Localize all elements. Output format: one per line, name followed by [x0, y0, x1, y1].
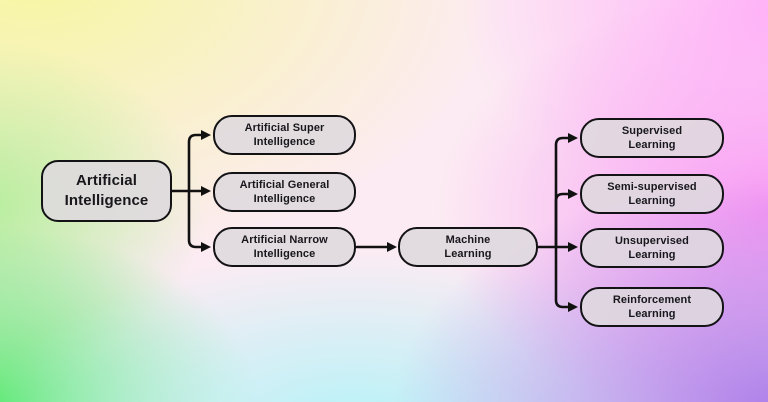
node-label-line: Intelligence	[253, 136, 316, 148]
edge-ai-asi	[187, 130, 211, 193]
node-label-line: Unsupervised	[615, 235, 689, 247]
edge-ml-ssl	[554, 189, 578, 249]
node-label-line: Artificial General	[239, 179, 330, 191]
node-label-line: Intelligence	[253, 248, 316, 260]
edge-ai-ani	[187, 189, 211, 252]
node-label-line: Semi-supervised	[607, 181, 697, 193]
node-label-line: Learning	[628, 249, 676, 261]
node-reinforcement-learning: Reinforcement Learning	[580, 287, 724, 327]
node-label-line: Reinforcement	[612, 294, 692, 306]
node-machine-learning: Machine Learning	[398, 227, 538, 267]
node-label-line: Intelligence	[253, 193, 316, 205]
node-artificial-super-intelligence: Artificial Super Intelligence	[213, 115, 356, 155]
node-label-line: Learning	[628, 195, 676, 207]
node-unsupervised-learning: Unsupervised Learning	[580, 228, 724, 268]
node-semi-supervised-learning: Semi-supervised Learning	[580, 174, 724, 214]
node-label-line: Supervised	[621, 125, 683, 137]
node-label-line: Machine	[445, 234, 491, 246]
node-artificial-general-intelligence: Artificial General Intelligence	[213, 172, 356, 212]
node-label-line: Artificial Narrow	[241, 234, 328, 246]
node-label-line: Artificial	[75, 172, 137, 189]
node-label-line: Learning	[628, 139, 676, 151]
edge-ml-rl	[554, 245, 578, 312]
node-artificial-intelligence: Artificial Intelligence	[41, 160, 172, 222]
edge-ml-sl	[554, 133, 578, 249]
node-supervised-learning: Supervised Learning	[580, 118, 724, 158]
node-label-line: Learning	[628, 308, 676, 320]
node-artificial-narrow-intelligence: Artificial Narrow Intelligence	[213, 227, 356, 267]
node-label-line: Intelligence	[64, 192, 149, 209]
node-label-line: Artificial Super	[244, 122, 325, 134]
node-label-line: Learning	[444, 248, 492, 260]
